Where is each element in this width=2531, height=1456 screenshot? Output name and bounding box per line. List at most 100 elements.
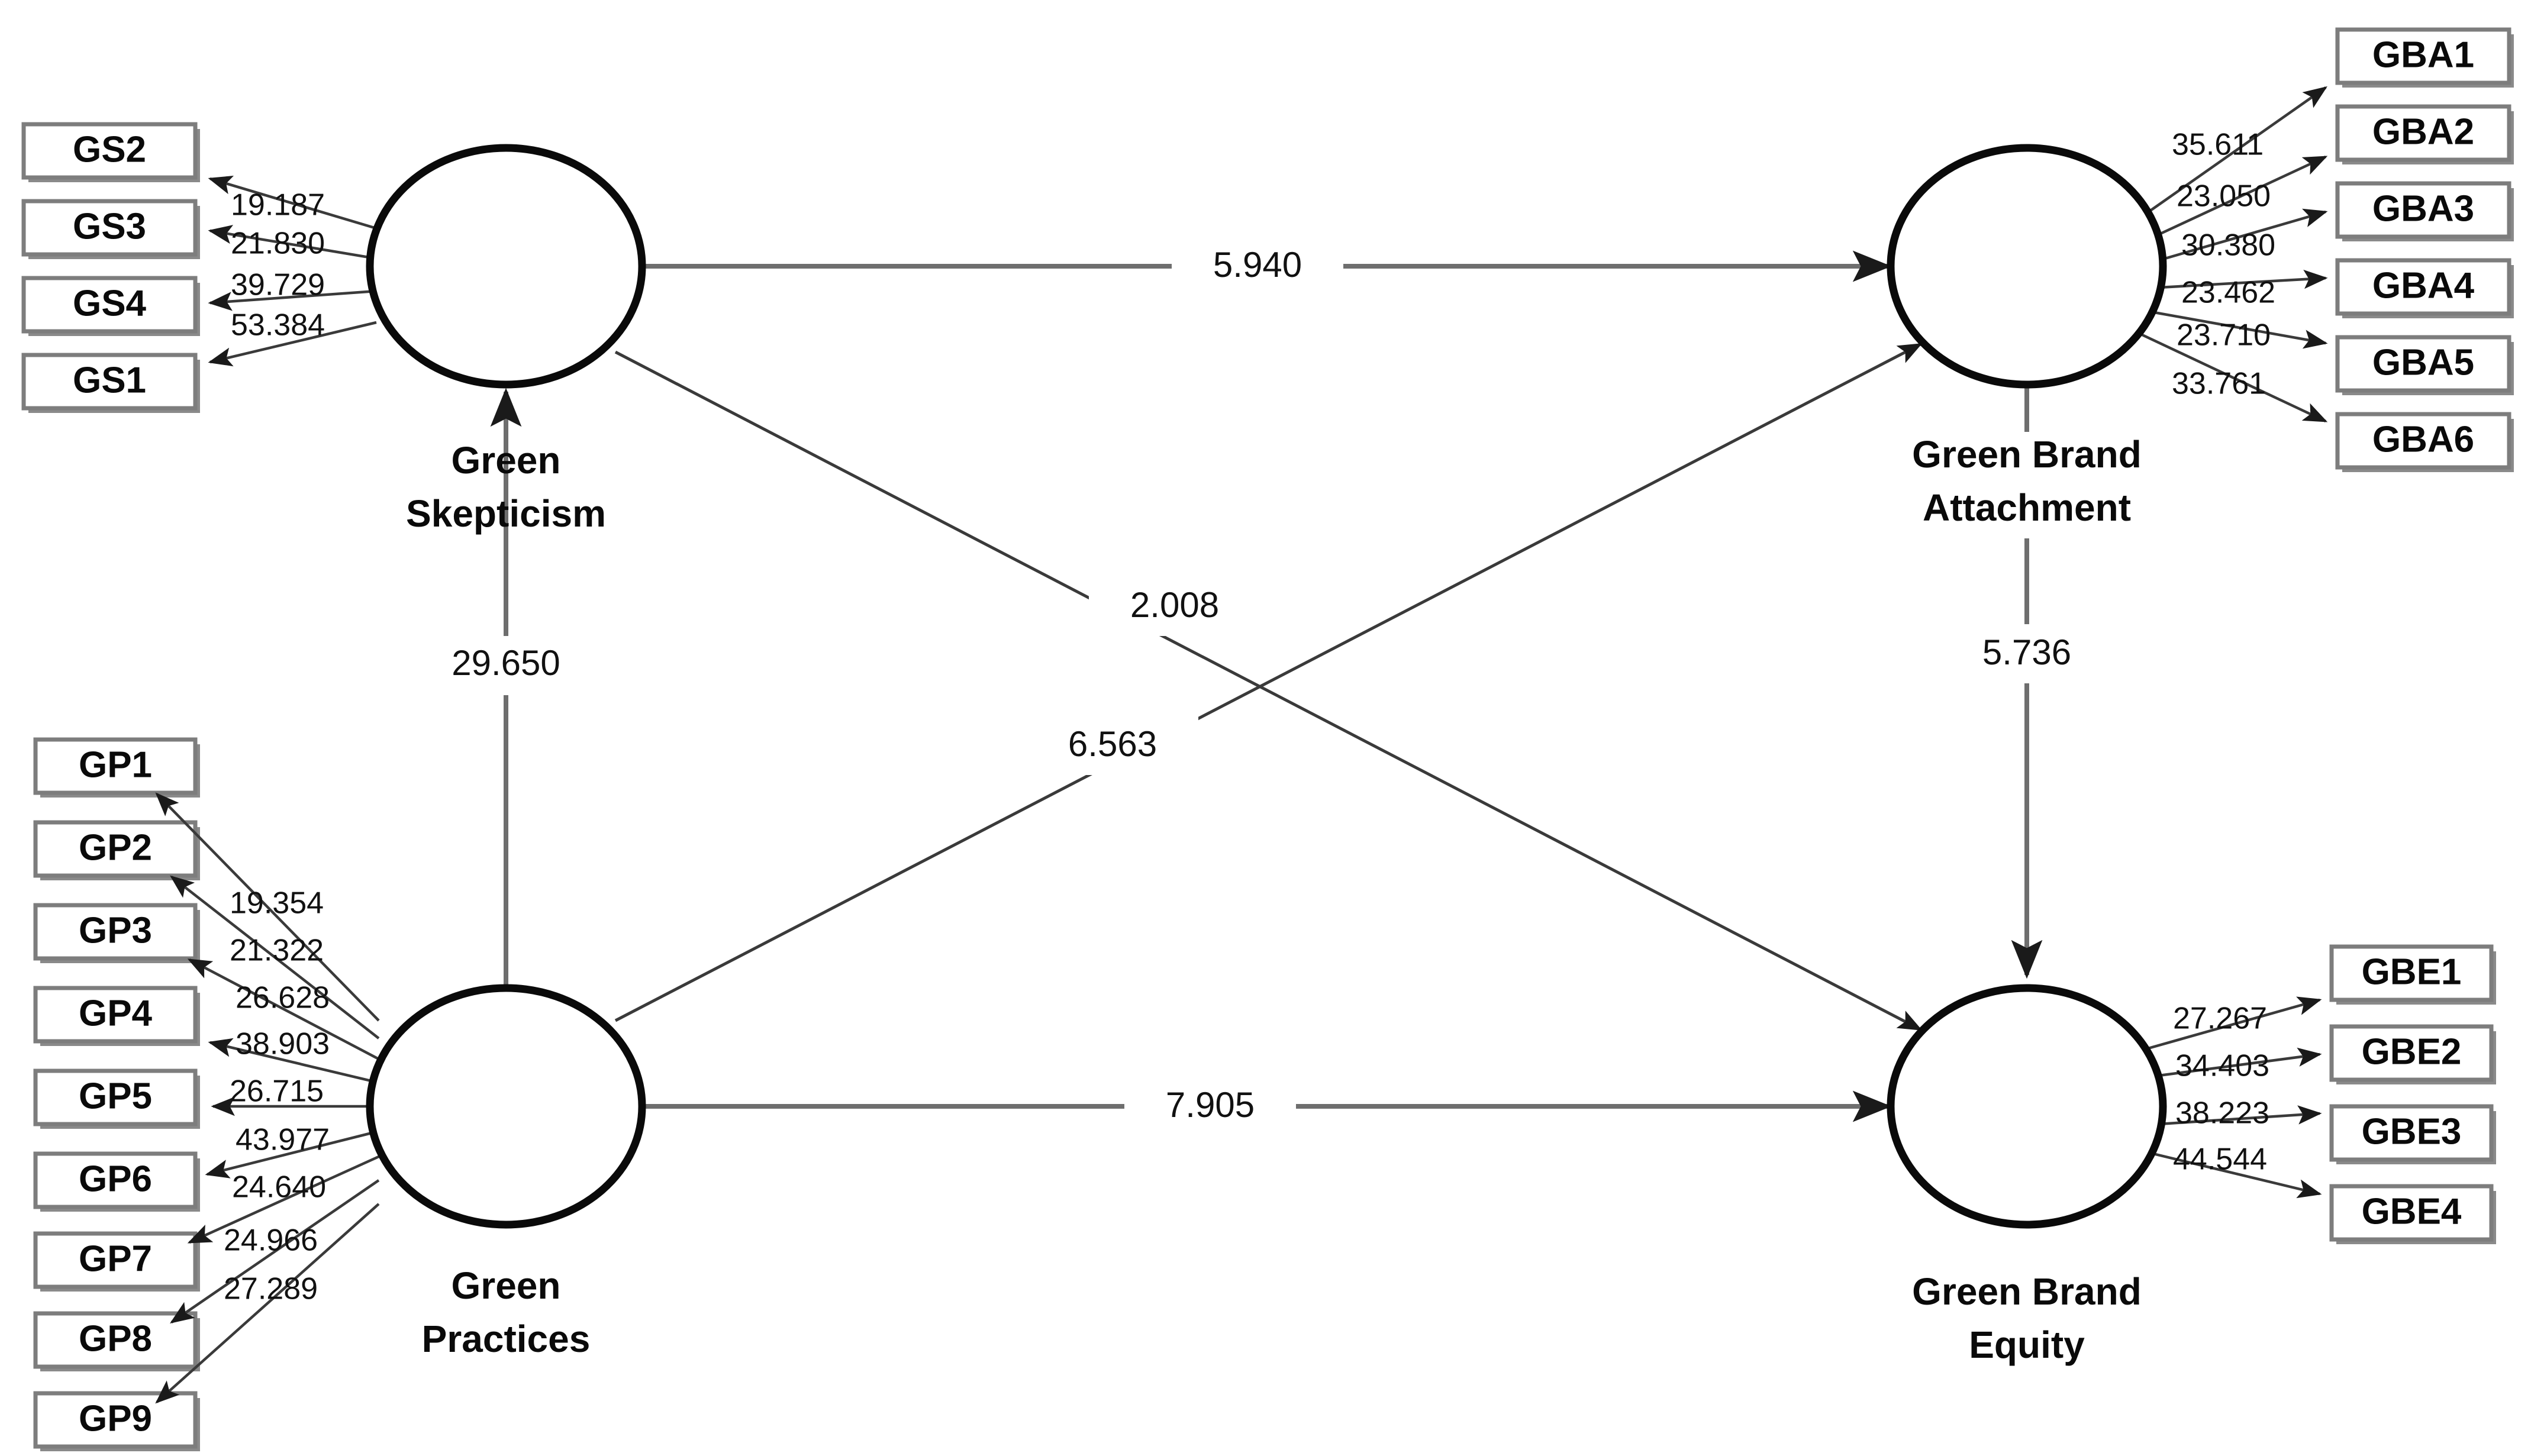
construct-label-line1: Green Brand [1912, 433, 2142, 476]
loading-value: 26.715 [230, 1074, 324, 1109]
loading-value: 23.710 [2177, 318, 2271, 353]
loading-value: 27.289 [224, 1272, 318, 1306]
loading-arrow-gbe4 [2148, 1151, 2322, 1199]
indicator-box-gba4[interactable]: GBA4 [2335, 258, 2514, 318]
structural-path-gs-to-gba: 5.940 [643, 237, 1892, 296]
indicator-box-gp7[interactable]: GP7 [33, 1231, 200, 1292]
indicator-label: GBA5 [2372, 342, 2474, 383]
construct-label-line2: Practices [422, 1318, 591, 1360]
indicator-box-gp9[interactable]: GP9 [33, 1391, 200, 1451]
loading-value: 27.267 [2173, 1002, 2267, 1036]
construct-label-line2: Skepticism [406, 492, 606, 535]
indicator-box-gbe2[interactable]: GBE2 [2329, 1024, 2496, 1084]
indicator-box-gp8[interactable]: GP8 [33, 1311, 200, 1371]
loading-arrow-gp8 [170, 1179, 380, 1324]
indicator-box-gp6[interactable]: GP6 [33, 1151, 200, 1212]
indicator-box-gp4[interactable]: GP4 [33, 986, 200, 1046]
loading-value: 30.380 [2181, 228, 2275, 263]
loading-value: 19.187 [231, 188, 325, 222]
construct-green-skepticism[interactable]: Green Skepticism [366, 144, 646, 535]
indicator-box-gp3[interactable]: GP3 [33, 903, 200, 963]
indicator-box-gba3[interactable]: GBA3 [2335, 181, 2514, 241]
indicator-box-gp5[interactable]: GP5 [33, 1068, 200, 1129]
indicator-box-gs4[interactable]: GS4 [21, 276, 200, 336]
indicator-label: GBE1 [2362, 951, 2462, 992]
indicator-box-gba2[interactable]: GBA2 [2335, 104, 2514, 164]
indicator-box-gs2[interactable]: GS2 [21, 122, 200, 182]
loading-arrow-gp3 [187, 958, 380, 1060]
loading-value: 38.903 [236, 1027, 330, 1061]
indicator-label: GBA1 [2372, 34, 2474, 75]
loading-value: 23.462 [2181, 276, 2275, 310]
indicator-box-gbe4[interactable]: GBE4 [2329, 1184, 2496, 1244]
indicator-box-gba1[interactable]: GBA1 [2335, 27, 2514, 88]
loading-arrow-gp2 [170, 875, 380, 1039]
indicator-box-gs3[interactable]: GS3 [21, 199, 200, 259]
indicator-box-gp1[interactable]: GP1 [33, 737, 200, 798]
path-coefficient: 2.008 [1130, 585, 1219, 625]
loading-value: 33.761 [2172, 367, 2266, 401]
structural-path-gp-to-gs: 29.650 [417, 388, 595, 987]
loading-arrow-gs1 [208, 321, 377, 367]
construct-label-line2: Attachment [1923, 486, 2131, 529]
indicator-box-gp2[interactable]: GP2 [33, 820, 200, 880]
loading-value: 24.640 [232, 1170, 326, 1205]
loading-arrow-gs3 [208, 225, 377, 260]
loading-value: 24.966 [224, 1223, 318, 1258]
loading-arrow-gba1 [2146, 86, 2327, 214]
loading-arrow-gs2 [208, 176, 377, 230]
indicator-label: GP8 [79, 1318, 152, 1359]
loading-value: 21.322 [230, 934, 324, 968]
loading-value: 39.729 [231, 268, 325, 302]
loading-value: 34.403 [2175, 1049, 2269, 1083]
indicator-label: GS1 [73, 360, 146, 401]
indicator-label: GP6 [79, 1158, 152, 1199]
indicator-label: GBA4 [2372, 265, 2475, 306]
indicator-box-gs1[interactable]: GS1 [21, 353, 200, 413]
construct-green-practices[interactable]: Green Practices [366, 984, 646, 1360]
structural-path-gp-to-gba: 6.563 [614, 343, 1923, 1022]
loading-arrow-gba3 [2158, 208, 2328, 262]
loading-arrow-gp4 [208, 1038, 379, 1084]
loading-value: 21.830 [231, 227, 325, 261]
path-coefficient: 7.905 [1166, 1085, 1255, 1125]
loading-value: 19.354 [230, 886, 324, 921]
loading-arrow-gba6 [2142, 333, 2328, 423]
indicator-group-green-skepticism: GS2 GS3 GS4 GS1 19.187 2 [21, 122, 377, 413]
loading-value: 44.544 [2173, 1142, 2267, 1177]
loading-value: 23.050 [2177, 179, 2271, 214]
construct-label-line1: Green Brand [1912, 1270, 2142, 1313]
indicator-group-green-practices: GP1 GP2 GP3 GP4 GP5 [33, 737, 380, 1451]
loading-arrow-gs4 [208, 289, 377, 311]
loading-arrow-gp6 [205, 1129, 379, 1179]
indicator-label: GP2 [79, 827, 152, 868]
path-coefficient: 5.940 [1213, 245, 1302, 285]
indicator-box-gba5[interactable]: GBA5 [2335, 335, 2514, 395]
indicator-group-green-brand-equity: GBE1 GBE2 GBE3 GBE4 27.267 34.4 [2148, 944, 2496, 1244]
indicator-box-gba6[interactable]: GBA6 [2335, 412, 2514, 472]
construct-green-brand-attachment[interactable]: Green Brand Attachment [1823, 144, 2231, 538]
indicator-box-gbe1[interactable]: GBE1 [2329, 944, 2496, 1005]
loading-arrow-gp9 [155, 1203, 380, 1404]
indicator-label: GBA2 [2372, 111, 2474, 152]
indicator-box-gbe3[interactable]: GBE3 [2329, 1104, 2496, 1164]
construct-label-line1: Green [452, 1264, 561, 1307]
structural-path-gp-to-gbe: 7.905 [643, 1077, 1892, 1136]
loading-arrow-gba4 [2158, 269, 2328, 289]
indicator-label: GP1 [79, 744, 152, 785]
path-coefficient: 6.563 [1068, 724, 1157, 764]
indicator-label: GS2 [73, 129, 146, 170]
construct-green-brand-equity[interactable]: Green Brand Equity [1887, 984, 2167, 1366]
structural-path-gs-to-gbe: 2.008 [614, 350, 1923, 1031]
indicator-group-green-brand-attachment: GBA1 GBA2 GBA3 GBA4 GBA5 [2142, 27, 2514, 472]
path-coefficient: 29.650 [452, 643, 560, 683]
loading-arrow-gp1 [155, 792, 380, 1022]
indicator-label: GBE4 [2362, 1191, 2462, 1232]
indicator-label: GS4 [73, 283, 147, 324]
loading-value: 43.977 [236, 1123, 330, 1157]
indicator-label: GBE2 [2362, 1031, 2462, 1072]
indicator-label: GBA3 [2372, 188, 2474, 229]
loading-value: 35.611 [2172, 128, 2264, 162]
structural-path-gba-to-gbe: 5.736 [1941, 386, 2113, 979]
